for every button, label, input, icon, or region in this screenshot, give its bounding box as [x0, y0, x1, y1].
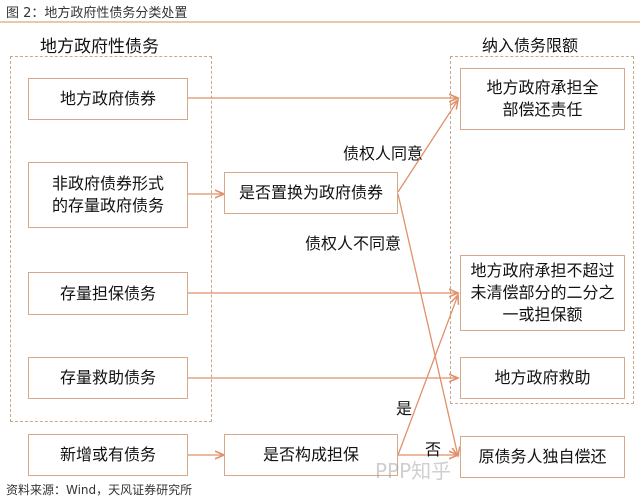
box-stock-rescue-debt: 存量救助债务	[28, 357, 188, 399]
label-creditor-disagree: 债权人不同意	[305, 234, 402, 253]
arrow-yes	[397, 295, 458, 456]
right-group-header: 纳入债务限额	[482, 36, 579, 55]
box-half-responsibility: 地方政府承担不超过未清偿部分的二分之一或担保额	[460, 255, 625, 331]
box-original-debtor: 原债务人独自偿还	[460, 436, 625, 478]
figure-title: 图 2：地方政府性债务分类处置	[6, 6, 188, 21]
box-local-gov-bond: 地方政府债券	[28, 78, 188, 120]
label-no: 否	[425, 440, 442, 459]
arrow-disagree	[397, 193, 458, 456]
label-creditor-agree: 债权人同意	[343, 144, 424, 163]
box-stock-guarantee-debt: 存量担保债务	[28, 272, 188, 315]
arrow-agree	[397, 100, 458, 193]
right-group-frame	[450, 56, 634, 404]
box-new-contingent-debt: 新增或有债务	[28, 434, 188, 476]
left-group-frame	[10, 56, 212, 422]
box-swap-decision: 是否置换为政府债券	[224, 172, 398, 214]
left-group-header: 地方政府性债务	[40, 37, 159, 57]
title-divider	[0, 21, 640, 23]
box-guarantee-decision: 是否构成担保	[224, 434, 398, 476]
box-stock-gov-debt: 非政府债券形式的存量政府债务	[28, 162, 188, 228]
source-footer: 资料来源：Wind，天风证券研究所	[6, 483, 193, 497]
watermark: PPP知乎	[375, 459, 452, 483]
label-yes: 是	[396, 399, 413, 418]
box-gov-rescue: 地方政府救助	[460, 357, 625, 399]
box-full-responsibility: 地方政府承担全部偿还责任	[460, 68, 625, 130]
